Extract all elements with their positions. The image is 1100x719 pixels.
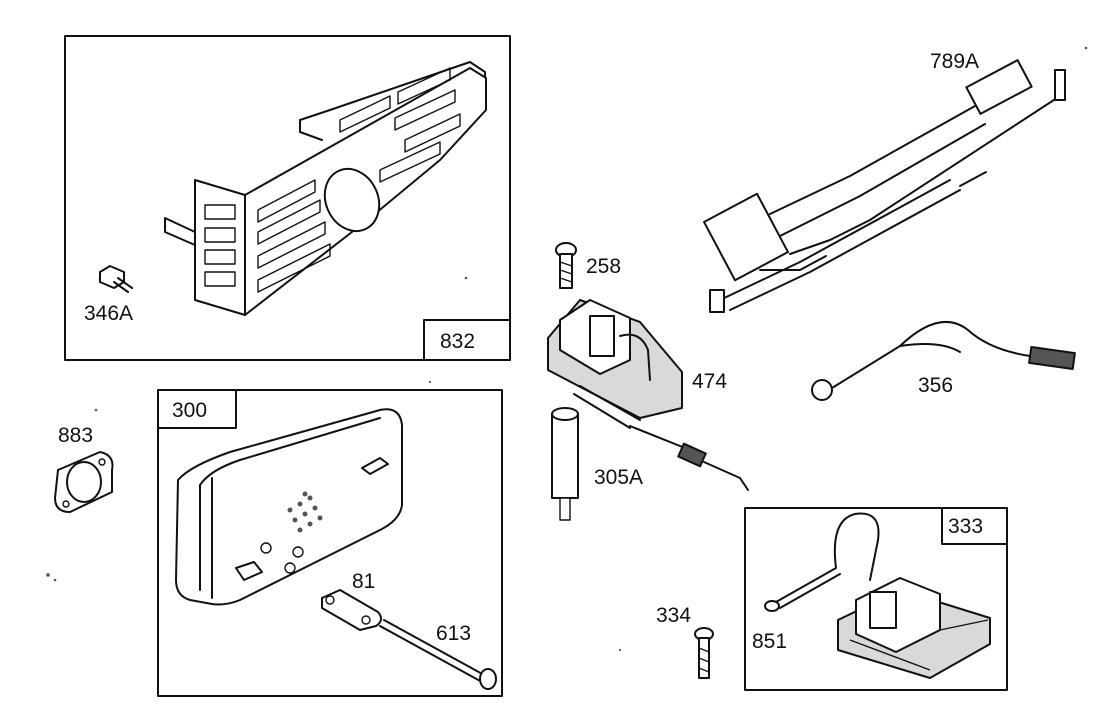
gasket-883 — [54, 451, 114, 513]
label-356: 356 — [918, 374, 953, 397]
group-333-frame — [744, 507, 1008, 691]
screw-258 — [555, 242, 577, 289]
label-334: 334 — [656, 604, 691, 627]
label-258: 258 — [586, 255, 621, 278]
group-300-label-box — [157, 389, 237, 429]
label-789a: 789A — [930, 50, 979, 73]
armature-474 — [547, 299, 749, 491]
screw-346a — [99, 265, 133, 293]
label-333: 333 — [948, 515, 983, 538]
label-883: 883 — [58, 424, 93, 447]
label-832: 832 — [440, 330, 475, 353]
ignition-module-drawing — [764, 512, 991, 679]
label-346a: 346A — [84, 302, 133, 325]
label-305a: 305A — [594, 466, 643, 489]
muffler-drawing — [175, 408, 403, 606]
bolt-613 — [379, 619, 497, 690]
group-832-label-box — [423, 319, 511, 361]
spacer-305a — [551, 407, 579, 521]
ground-wire-356 — [811, 321, 1076, 401]
group-333-label-box — [941, 507, 1008, 545]
label-613: 613 — [436, 622, 471, 645]
group-832: 832 — [64, 35, 511, 361]
group-832-frame — [64, 35, 511, 361]
scan-artifacts — [46, 46, 1088, 652]
group-300-frame — [157, 389, 503, 697]
muffler-guard-drawing — [164, 61, 487, 316]
lock-plate-81 — [321, 589, 382, 631]
screw-334 — [694, 627, 714, 679]
harness-789a — [703, 59, 1066, 313]
label-851: 851 — [752, 630, 787, 653]
group-300: 300 — [157, 389, 503, 697]
label-81: 81 — [352, 570, 375, 593]
label-474: 474 — [692, 370, 727, 393]
group-333: 333 851 — [744, 507, 1008, 691]
label-300: 300 — [172, 399, 207, 422]
